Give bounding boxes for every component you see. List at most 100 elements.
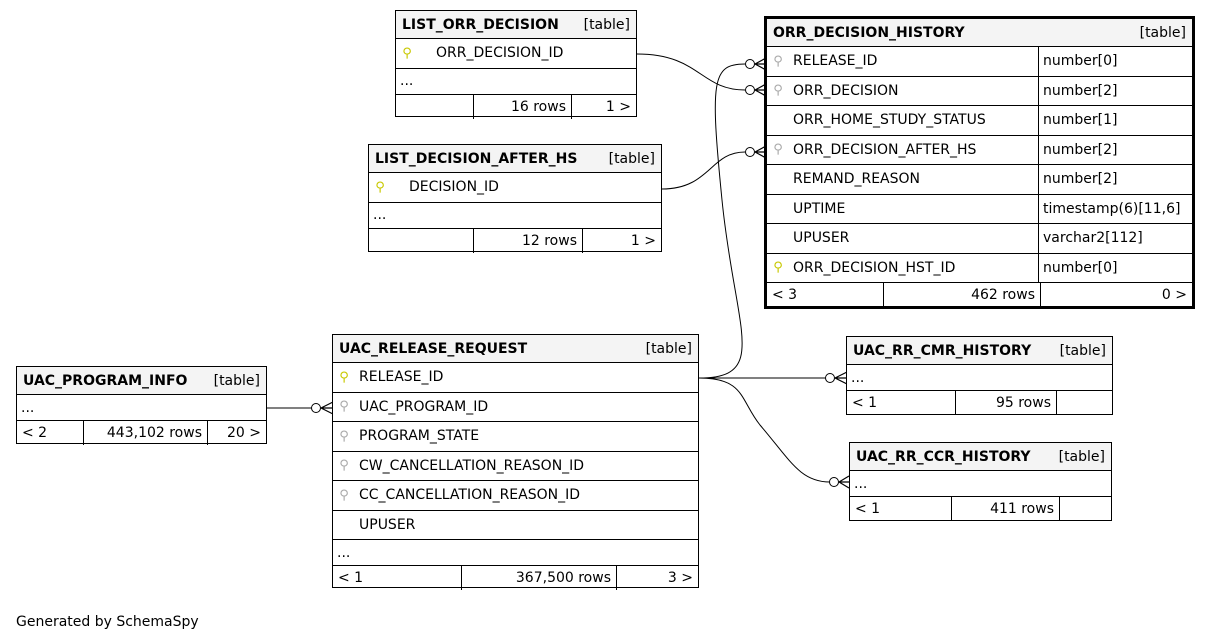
column-row[interactable]: ⚲ RELEASE_ID number[0] xyxy=(767,47,1192,77)
children-link[interactable] xyxy=(1060,497,1111,521)
table-footer: < 1 411 rows xyxy=(850,497,1111,521)
column-row[interactable]: ORR_HOME_STUDY_STATUS number[1] xyxy=(767,106,1192,136)
relationship-end-marker xyxy=(745,147,755,157)
table-list-decision-after-hs[interactable]: LIST_DECISION_AFTER_HS [table] ⚲ DECISIO… xyxy=(368,144,662,253)
row-count: 411 rows xyxy=(952,497,1060,521)
table-orr-decision-history[interactable]: ORR_DECISION_HISTORY [table] ⚲ RELEASE_I… xyxy=(764,16,1195,309)
table-header[interactable]: LIST_DECISION_AFTER_HS [table] xyxy=(369,145,661,173)
column-type: number[0] xyxy=(1038,47,1192,76)
foreign-key-icon: ⚲ xyxy=(339,399,349,415)
relationship-end-marker xyxy=(745,85,755,95)
foreign-key-icon: ⚲ xyxy=(339,428,349,444)
foreign-key-icon: ⚲ xyxy=(773,83,783,99)
children-link[interactable]: 1 > xyxy=(630,232,656,249)
row-count: 367,500 rows xyxy=(462,566,617,590)
table-footer: < 1 367,500 rows 3 > xyxy=(333,566,698,590)
children-link[interactable]: 3 > xyxy=(667,570,693,586)
table-name: UAC_RELEASE_REQUEST xyxy=(339,340,528,357)
foreign-key-icon: ⚲ xyxy=(339,458,349,474)
table-header[interactable]: LIST_ORR_DECISION [table] xyxy=(396,11,636,39)
table-name: ORR_DECISION_HISTORY xyxy=(773,24,965,41)
table-uac-rr-ccr-history[interactable]: UAC_RR_CCR_HISTORY [table] ... < 1 411 r… xyxy=(849,442,1112,521)
row-count: 95 rows xyxy=(956,391,1057,415)
column-name: ORR_DECISION_ID xyxy=(436,45,564,62)
children-link[interactable] xyxy=(1057,391,1112,415)
parents-link[interactable]: < 1 xyxy=(850,497,952,521)
row-count: 443,102 rows xyxy=(84,421,208,445)
column-name: RELEASE_ID xyxy=(359,369,444,386)
foreign-key-icon: ⚲ xyxy=(773,53,783,69)
column-row[interactable]: ⚲ RELEASE_ID xyxy=(333,363,698,393)
more-columns-ellipsis: ... xyxy=(850,471,1111,497)
column-name: ORR_HOME_STUDY_STATUS xyxy=(793,112,986,129)
relationship-line xyxy=(698,377,831,483)
more-columns-ellipsis: ... xyxy=(369,203,661,229)
crowfoot-icon xyxy=(834,371,848,385)
crowfoot-icon xyxy=(320,401,334,415)
children-link[interactable]: 1 > xyxy=(605,98,631,115)
column-row[interactable]: ⚲ CW_CANCELLATION_REASON_ID xyxy=(333,452,698,481)
parents-link[interactable] xyxy=(369,228,474,253)
row-count: 462 rows xyxy=(884,283,1041,307)
relationship-line xyxy=(661,151,746,190)
children-link[interactable]: 20 > xyxy=(227,425,261,441)
table-footer: < 2 443,102 rows 20 > xyxy=(17,421,266,445)
column-row[interactable]: ⚲ ORR_DECISION number[2] xyxy=(767,76,1192,106)
column-row[interactable]: UPTIME timestamp(6)[11,6] xyxy=(767,194,1192,224)
column-name: DECISION_ID xyxy=(409,179,499,196)
table-uac-release-request[interactable]: UAC_RELEASE_REQUEST [table] ⚲ RELEASE_ID… xyxy=(332,334,699,590)
column-name: CW_CANCELLATION_REASON_ID xyxy=(359,457,585,474)
column-name: ORR_DECISION_AFTER_HS xyxy=(793,141,977,158)
table-header[interactable]: ORR_DECISION_HISTORY [table] xyxy=(767,19,1192,47)
column-row[interactable]: UPUSER xyxy=(333,511,698,540)
column-name: PROGRAM_STATE xyxy=(359,428,480,445)
foreign-key-icon: ⚲ xyxy=(339,487,349,503)
parents-link[interactable] xyxy=(396,94,474,119)
column-name: UPUSER xyxy=(359,516,416,533)
column-row[interactable]: ⚲ ORR_DECISION_ID xyxy=(396,39,636,69)
table-type-tag: [table] xyxy=(213,372,260,389)
table-header[interactable]: UAC_RELEASE_REQUEST [table] xyxy=(333,335,698,363)
column-name: UPTIME xyxy=(793,200,846,217)
relationship-line xyxy=(698,63,746,379)
column-row[interactable]: ⚲ PROGRAM_STATE xyxy=(333,422,698,452)
column-row[interactable]: UPUSER varchar2[112] xyxy=(767,224,1192,254)
table-footer: < 1 95 rows xyxy=(847,391,1112,415)
column-name: UAC_PROGRAM_ID xyxy=(359,398,489,415)
table-list-orr-decision[interactable]: LIST_ORR_DECISION [table] ⚲ ORR_DECISION… xyxy=(395,10,637,119)
table-type-tag: [table] xyxy=(608,150,655,167)
table-uac-program-info[interactable]: UAC_PROGRAM_INFO [table] ... < 2 443,102… xyxy=(16,366,267,445)
column-row[interactable]: REMAND_REASON number[2] xyxy=(767,165,1192,195)
parents-link[interactable]: < 1 xyxy=(333,566,462,590)
parents-link[interactable]: < 2 xyxy=(17,421,84,445)
primary-key-icon: ⚲ xyxy=(339,369,349,385)
column-row[interactable]: ⚲ ORR_DECISION_HST_ID number[0] xyxy=(767,253,1192,283)
primary-key-icon: ⚲ xyxy=(375,179,385,195)
table-name: UAC_RR_CCR_HISTORY xyxy=(856,448,1031,465)
column-row[interactable]: ⚲ CC_CANCELLATION_REASON_ID xyxy=(333,481,698,511)
column-row[interactable]: ⚲ ORR_DECISION_AFTER_HS number[2] xyxy=(767,135,1192,165)
table-uac-rr-cmr-history[interactable]: UAC_RR_CMR_HISTORY [table] ... < 1 95 ro… xyxy=(846,336,1113,415)
column-type: number[2] xyxy=(1038,76,1192,105)
column-row[interactable]: ⚲ UAC_PROGRAM_ID xyxy=(333,393,698,422)
column-name: RELEASE_ID xyxy=(793,53,878,70)
table-header[interactable]: UAC_RR_CCR_HISTORY [table] xyxy=(850,443,1111,471)
table-footer: 16 rows 1 > xyxy=(396,94,636,119)
children-link[interactable]: 0 > xyxy=(1161,287,1187,303)
column-type: number[2] xyxy=(1038,135,1192,164)
table-header[interactable]: UAC_PROGRAM_INFO [table] xyxy=(17,367,266,395)
more-columns-ellipsis: ... xyxy=(396,69,636,95)
table-footer: < 3 462 rows 0 > xyxy=(767,283,1192,307)
table-header[interactable]: UAC_RR_CMR_HISTORY [table] xyxy=(847,337,1112,365)
table-type-tag: [table] xyxy=(583,16,630,33)
primary-key-icon: ⚲ xyxy=(773,260,783,276)
table-type-tag: [table] xyxy=(645,340,692,357)
generated-by-note: Generated by SchemaSpy xyxy=(16,614,199,630)
table-name: UAC_PROGRAM_INFO xyxy=(23,372,188,389)
parents-link[interactable]: < 3 xyxy=(767,283,884,307)
column-row[interactable]: ⚲ DECISION_ID xyxy=(369,173,661,203)
parents-link[interactable]: < 1 xyxy=(847,391,956,415)
table-footer: 12 rows 1 > xyxy=(369,228,661,253)
primary-key-icon: ⚲ xyxy=(402,45,412,61)
